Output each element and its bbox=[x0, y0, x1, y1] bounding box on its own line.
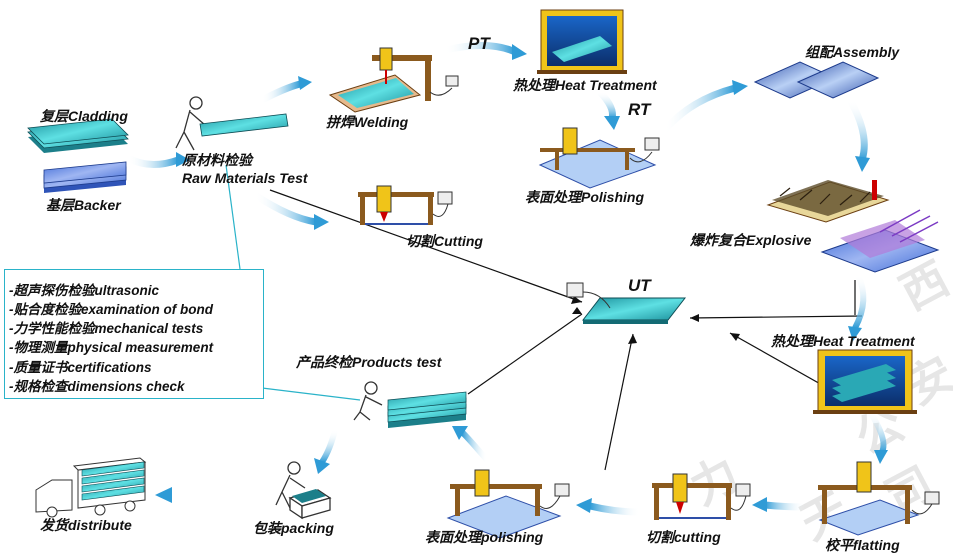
product-plate-stack bbox=[387, 391, 467, 428]
process-arrows bbox=[126, 41, 888, 516]
label-cladding: 复层Cladding bbox=[40, 108, 128, 124]
inspection-item: -质量证书certifications bbox=[9, 360, 152, 375]
cladding-plates bbox=[27, 118, 129, 153]
label-explosive: 爆炸复合Explosive bbox=[690, 232, 812, 248]
label-distribute: 发货distribute bbox=[40, 517, 132, 533]
label-cutting-2: 切割cutting bbox=[646, 529, 721, 545]
label-rt: RT bbox=[628, 100, 651, 119]
polishing-machine-1 bbox=[538, 127, 660, 189]
heat-furnace-2 bbox=[813, 349, 917, 414]
label-packing: 包装packing bbox=[253, 520, 334, 536]
label-polishing-1: 表面处理Polishing bbox=[525, 189, 644, 205]
label-raw-test-en: Raw Materials Test bbox=[182, 170, 308, 186]
delivery-truck bbox=[35, 457, 147, 518]
ut-plate bbox=[566, 282, 687, 324]
polishing-machine-2 bbox=[446, 469, 570, 539]
inspection-item: -超声探伤检验ultrasonic bbox=[9, 283, 160, 298]
backer-plates bbox=[43, 161, 127, 193]
inspection-item: -规格检查dimensions check bbox=[9, 379, 185, 394]
heat-furnace-1 bbox=[537, 9, 627, 74]
inspector-figure-products bbox=[353, 381, 383, 421]
assembly-plates bbox=[753, 61, 880, 99]
explosive-bonding bbox=[766, 180, 940, 273]
inspection-list-box: -超声探伤检验ultrasonic -贴合度检验examination of b… bbox=[4, 269, 264, 399]
label-assembly: 组配Assembly bbox=[805, 44, 900, 60]
flatting-machine bbox=[818, 461, 940, 536]
label-flatting: 校平flatting bbox=[825, 537, 900, 553]
label-pt: PT bbox=[468, 34, 490, 53]
label-raw-test-cn: 原材料检验 bbox=[182, 152, 252, 168]
label-backer: 基层Backer bbox=[46, 197, 121, 213]
inspection-item: -力学性能检验mechanical tests bbox=[9, 321, 204, 336]
label-cutting-1: 切割Cutting bbox=[406, 233, 483, 249]
label-ut: UT bbox=[628, 276, 651, 295]
label-heat-treatment-1: 热处理Heat Treatment bbox=[513, 77, 657, 93]
label-products-test: 产品终检Products test bbox=[296, 354, 442, 370]
label-welding: 拼焊Welding bbox=[326, 114, 409, 130]
inspection-item: -物理测量physical measurement bbox=[9, 340, 214, 355]
inspection-item: -贴合度检验examination of bond bbox=[9, 302, 213, 317]
label-polishing-2: 表面处理polishing bbox=[425, 529, 544, 545]
inspector-figure-raw bbox=[175, 96, 206, 151]
cutting-machine-2 bbox=[652, 473, 751, 520]
cutting-machine-1 bbox=[358, 185, 453, 225]
welding-machine bbox=[328, 47, 459, 113]
label-heat-treatment-2: 热处理Heat Treatment bbox=[771, 333, 915, 349]
